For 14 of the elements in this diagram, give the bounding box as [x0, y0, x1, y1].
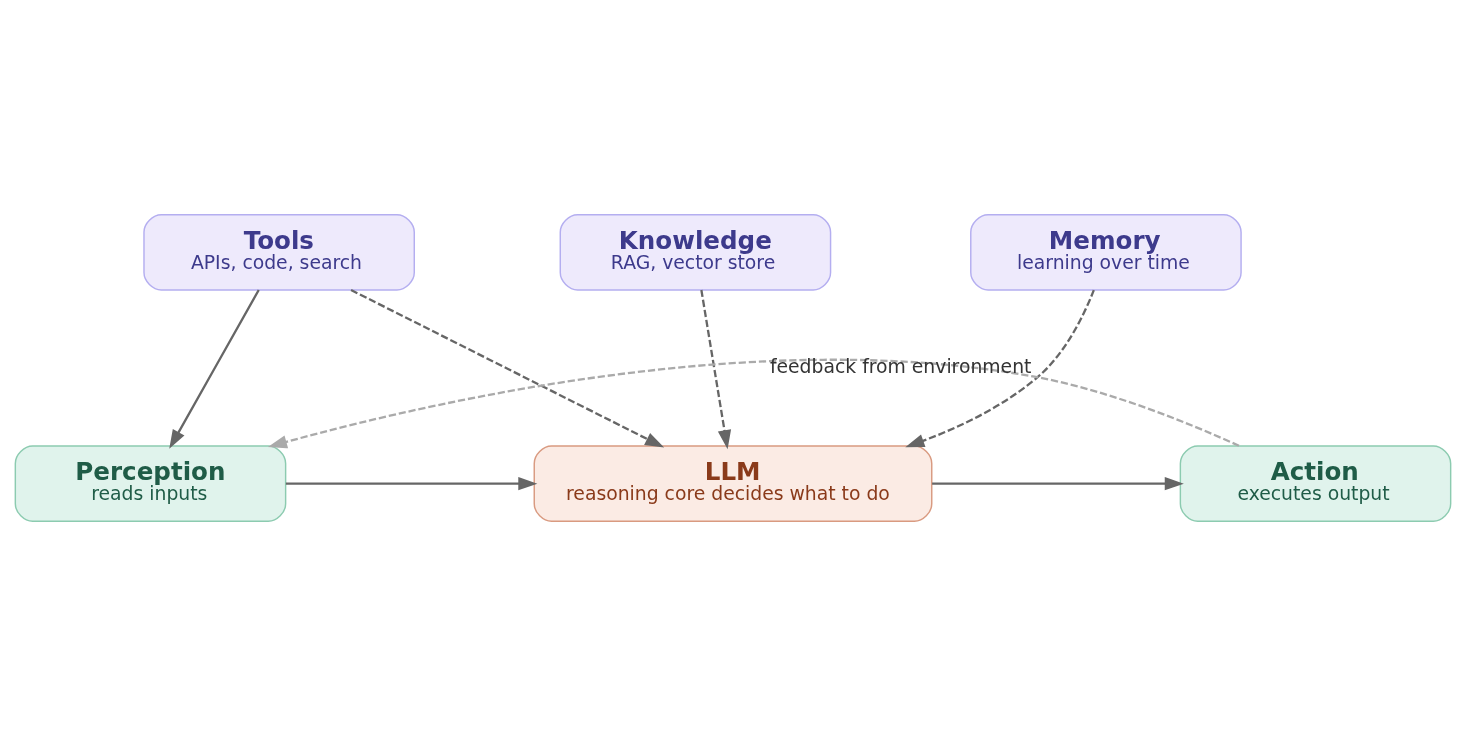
node-box: Action executes output [1179, 444, 1452, 522]
arrow [905, 289, 1095, 447]
arrow [932, 476, 1184, 490]
arrow [350, 288, 665, 448]
node-box: Tools APIs, code, search [143, 213, 415, 291]
arrow [169, 288, 260, 449]
arrow [285, 476, 538, 490]
node-box: Perception reads inputs [14, 444, 287, 522]
edge-label: feedback from environment [769, 355, 1032, 377]
node-box: Memory learning over time [970, 213, 1242, 291]
node-box: LLM reasoning core decides what to do [533, 444, 933, 522]
arrow [267, 358, 1240, 448]
arrow [700, 289, 732, 449]
node-box: Knowledge RAG, vector store [559, 213, 832, 291]
